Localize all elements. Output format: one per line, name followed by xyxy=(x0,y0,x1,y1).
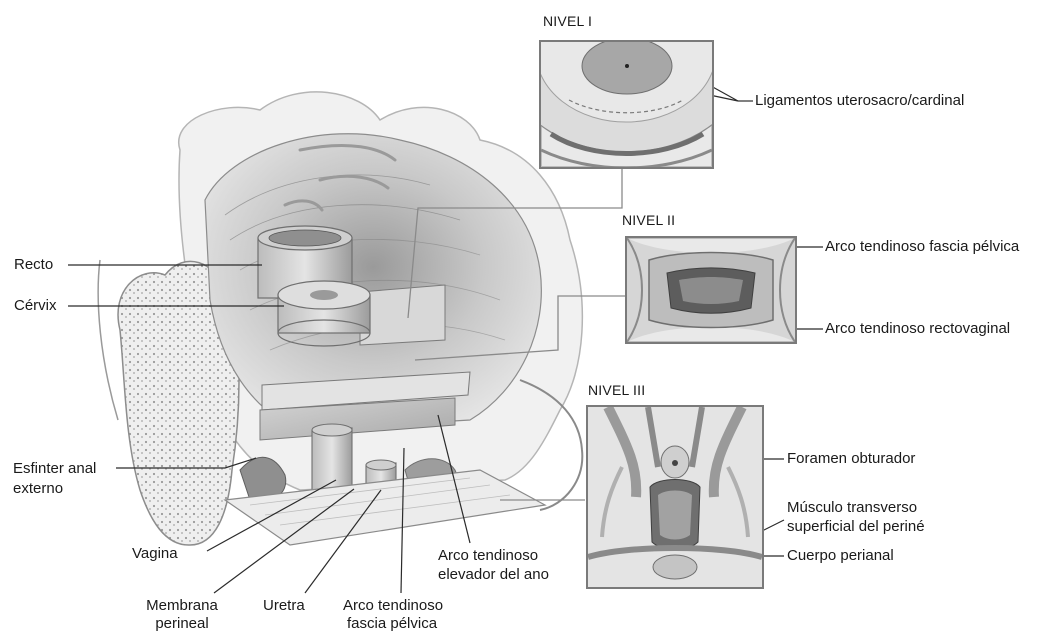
level-1-title: NIVEL I xyxy=(543,13,592,29)
inset-level-1-drawing xyxy=(541,42,712,167)
label-vagina: Vagina xyxy=(132,545,178,563)
label-membrana-1: Membrana xyxy=(144,597,220,615)
label-arco-fascia-1: Arco tendinoso xyxy=(343,597,443,615)
inset-level-3 xyxy=(586,405,764,589)
inset-level-3-drawing xyxy=(588,407,762,587)
label-cuerpo-perianal: Cuerpo perianal xyxy=(787,547,894,565)
level-2-title: NIVEL II xyxy=(622,212,675,228)
label-musculo-2: superficial del periné xyxy=(787,518,925,536)
label-uretra: Uretra xyxy=(263,597,305,615)
label-arco-elevador-1: Arco tendinoso xyxy=(438,547,538,565)
label-arco-elevador-2: elevador del ano xyxy=(438,566,549,584)
label-cervix: Cérvix xyxy=(14,297,57,315)
label-arco-fascia-2: fascia pélvica xyxy=(347,615,437,633)
label-musculo-1: Músculo transverso xyxy=(787,499,917,517)
level-3-title: NIVEL III xyxy=(588,382,645,398)
label-ligamentos: Ligamentos uterosacro/cardinal xyxy=(755,92,964,110)
label-esfinter-1: Esfinter anal xyxy=(13,460,96,478)
label-esfinter-2: externo xyxy=(13,480,63,498)
label-foramen: Foramen obturador xyxy=(787,450,915,468)
label-recto: Recto xyxy=(14,256,53,274)
inset-level-2-drawing xyxy=(627,238,795,342)
inset-level-2 xyxy=(625,236,797,344)
label-arco-rectovaginal: Arco tendinoso rectovaginal xyxy=(825,320,1010,338)
inset-level-1 xyxy=(539,40,714,169)
label-arco-fascia-pelvica: Arco tendinoso fascia pélvica xyxy=(825,238,1019,256)
label-membrana-2: perineal xyxy=(144,615,220,633)
